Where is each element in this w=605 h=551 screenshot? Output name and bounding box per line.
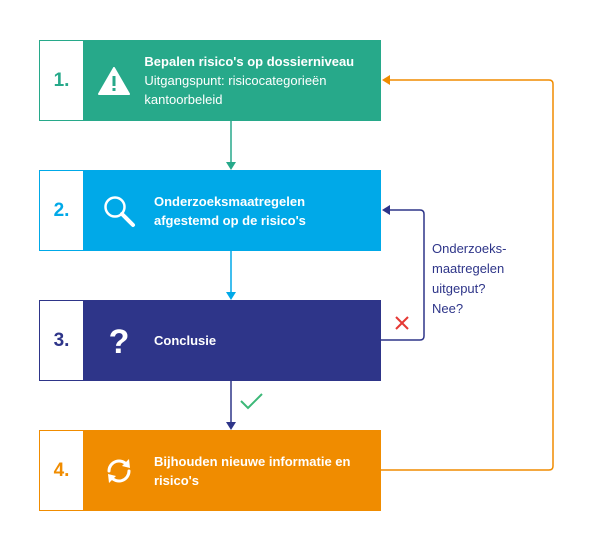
step-3-title: Conclusie [154,333,217,348]
step-2-number: 2. [40,171,84,250]
check-icon [240,393,263,410]
step-4-body: Bijhouden nieuwe informatie en risico's [84,431,380,510]
step-4-box: 4. Bijhouden nieuwe informatie en risico… [39,430,381,511]
arrow-step1-to-step2 [226,121,236,170]
loop-label-line-1: Onderzoeks- [432,241,507,256]
step-1-title: Bepalen risico's op dossierniveau [144,54,355,69]
step-1-box: 1. Bepalen risico's op dossierniveau Uit… [39,40,381,121]
loop-arrow-step3-to-step2 [381,205,425,341]
step-4-title: Bijhouden nieuwe informatie en risico's [154,453,351,488]
arrow-step2-to-step3 [226,251,236,300]
step-4-number: 4. [40,431,84,510]
step-2-title: Onderzoeksmaatregelen afgestemd op de ri… [154,193,306,228]
step-3-box: 3. ? Conclusie [39,300,381,381]
loop-arrow-step4-to-step1 [381,75,554,471]
search-icon [84,171,154,250]
cross-icon [395,316,409,330]
step-2-body: Onderzoeksmaatregelen afgestemd op de ri… [84,171,380,250]
step-3-body: ? Conclusie [84,301,380,380]
refresh-icon [84,431,154,510]
loop-label-line-2: maatregelen [432,261,505,276]
question-icon: ? [84,301,154,380]
arrow-step3-to-step4 [226,381,236,430]
step-2-box: 2. Onderzoeksmaatregelen afgestemd op de… [39,170,381,251]
step-1-body: Bepalen risico's op dossierniveau Uitgan… [84,41,380,120]
loop-label-line-3: uitgeput? [432,281,486,296]
loop-label-line-4: Nee? [432,301,464,316]
warning-icon [84,41,144,120]
svg-text:?: ? [109,324,130,358]
step-1-number: 1. [40,41,84,120]
loop-label: Onderzoeks- maatregelen uitgeput? Nee? [432,239,542,319]
step-1-subtitle: Uitgangspunt: risicocategorieën kantoorb… [144,73,327,107]
step-3-number: 3. [40,301,84,380]
